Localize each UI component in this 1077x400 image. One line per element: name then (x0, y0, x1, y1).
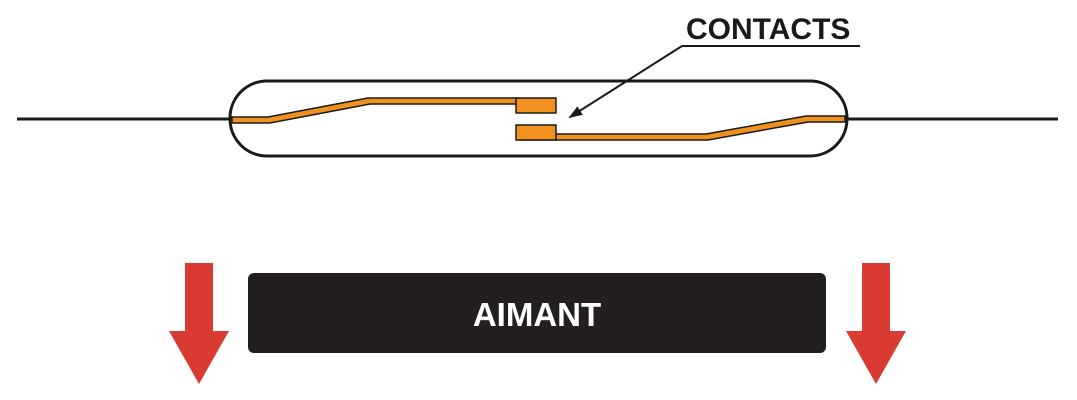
contacts-label: CONTACTS (686, 13, 850, 46)
right-down-arrow-icon (846, 263, 906, 384)
left-down-arrow-icon (169, 263, 229, 384)
magnet-label: AIMANT (473, 296, 601, 333)
magnet-bar (248, 273, 826, 353)
glass-envelope (228, 79, 849, 158)
lower-contact-pad (515, 124, 557, 141)
contacts-pointer-arrow (568, 45, 683, 119)
upper-contact-pad (515, 97, 557, 114)
lower-reed-blade (519, 115, 846, 141)
